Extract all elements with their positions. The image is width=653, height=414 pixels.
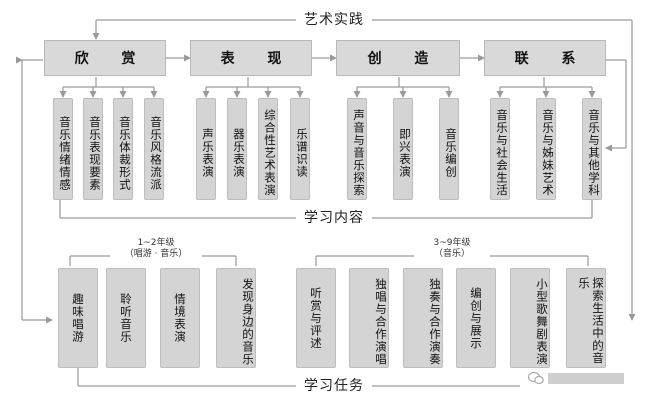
grade-label-high: 3~9年级 （音乐） — [414, 238, 490, 260]
band-learning-content: 学习内容 — [296, 210, 372, 226]
content-item: 器乐表演 — [227, 98, 247, 200]
grade-high-title: 3~9年级 — [433, 238, 471, 248]
content-item: 音乐表现要素 — [83, 98, 103, 200]
content-item: 音乐风格流派 — [144, 98, 164, 200]
task-item: 编创与展示 — [456, 268, 496, 368]
band-learning-tasks: 学习任务 — [296, 378, 372, 394]
task-item: 趣味唱游 — [58, 268, 98, 368]
category-connection: 联 系 — [484, 40, 606, 76]
content-item: 声乐表演 — [196, 98, 216, 200]
task-item: 听赏与评述 — [296, 268, 336, 368]
content-item: 综合性艺术表演 — [258, 98, 278, 200]
content-item: 声音与音乐探索 — [347, 98, 367, 200]
category-creation: 创 造 — [336, 40, 460, 76]
band-art-practice: 艺术实践 — [296, 12, 372, 28]
task-item: 探索生活中的音乐 — [566, 268, 606, 368]
grade-label-low: 1~2年级 （唱游 · 音乐） — [110, 238, 202, 260]
watermark — [528, 371, 624, 385]
content-item: 音乐与其他学科 — [582, 98, 602, 200]
content-item: 音乐与社会生活 — [490, 98, 510, 200]
task-item: 情境表演 — [160, 268, 200, 368]
task-item: 独奏与合作演奏 — [403, 268, 443, 368]
task-item: 小型歌舞剧表演 — [510, 268, 550, 368]
task-item: 独唱与合作演唱 — [349, 268, 389, 368]
task-item: 发现身边的音乐 — [216, 268, 256, 368]
wechat-icon — [528, 371, 544, 385]
watermark-blur — [548, 372, 624, 384]
content-item: 音乐情绪情感 — [53, 98, 73, 200]
grade-high-sub: （音乐） — [433, 249, 470, 259]
content-item: 乐谱识读 — [290, 98, 310, 200]
category-expression: 表 现 — [190, 40, 312, 76]
content-item: 音乐编创 — [439, 98, 459, 200]
grade-low-sub: （唱游 · 音乐） — [124, 249, 188, 259]
task-item: 聆听音乐 — [106, 268, 146, 368]
content-item: 音乐体裁形式 — [113, 98, 133, 200]
category-appreciation: 欣 赏 — [44, 40, 166, 76]
content-item: 即兴表演 — [393, 98, 413, 200]
grade-low-title: 1~2年级 — [137, 238, 175, 248]
content-item: 音乐与姊妹艺术 — [536, 98, 556, 200]
